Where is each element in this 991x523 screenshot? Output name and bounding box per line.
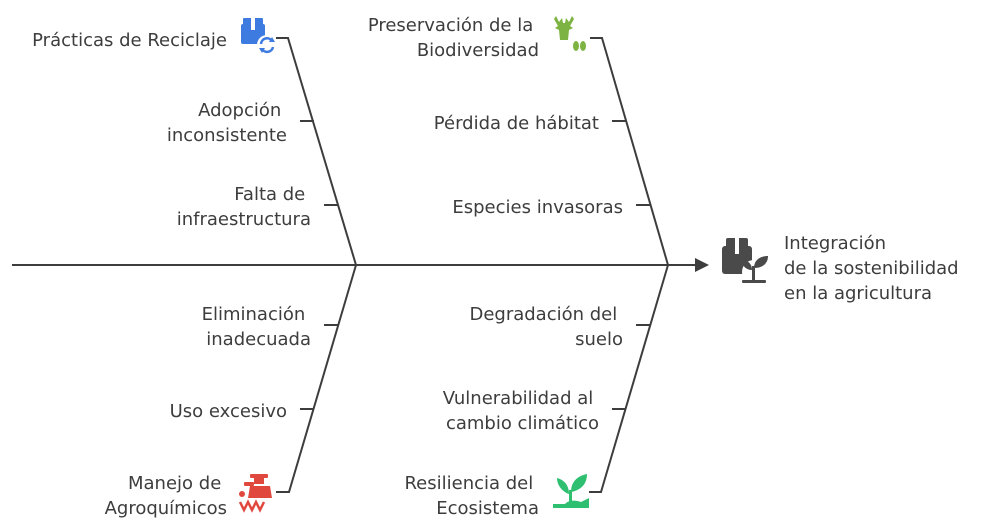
spine-arrowhead (695, 258, 709, 272)
bone-bottom-left (276, 264, 357, 493)
category-label-resiliencia: Resiliencia del Ecosistema (404, 473, 539, 519)
bone-bottom-right (589, 264, 669, 493)
bone-top-right (590, 37, 669, 266)
box-recycle-icon (241, 18, 277, 55)
category-label-reciclaje: Prácticas de Reciclaje (32, 30, 227, 51)
cause-label-infraestructura: Falta de infraestructura (177, 184, 311, 230)
cause-label-uso-excesivo: Uso excesivo (170, 401, 287, 422)
cause-label-degradacion: Degradación del suelo (469, 304, 623, 350)
deer-footprints-icon (554, 16, 586, 51)
cause-label-eliminacion: Eliminación inadecuada (202, 304, 311, 350)
farm-box-sprout-icon (722, 238, 768, 284)
cause-label-habitat: Pérdida de hábitat (434, 113, 599, 134)
farmer-hazard-icon (238, 474, 272, 513)
cause-label-invasoras: Especies invasoras (452, 197, 623, 218)
sprout-hand-icon (553, 474, 589, 508)
category-label-biodiversidad: Preservación de la Biodiversidad (368, 15, 539, 61)
bone-top-left (276, 37, 357, 266)
cause-label-vulnerabilidad: Vulnerabilidad al cambio climático (443, 388, 599, 434)
effect-label: Integración de la sostenibilidad en la a… (784, 233, 964, 304)
cause-label-adopcion: Adopción inconsistente (167, 100, 287, 146)
category-label-agroquimicos: Manejo de Agroquímicos (105, 473, 227, 519)
